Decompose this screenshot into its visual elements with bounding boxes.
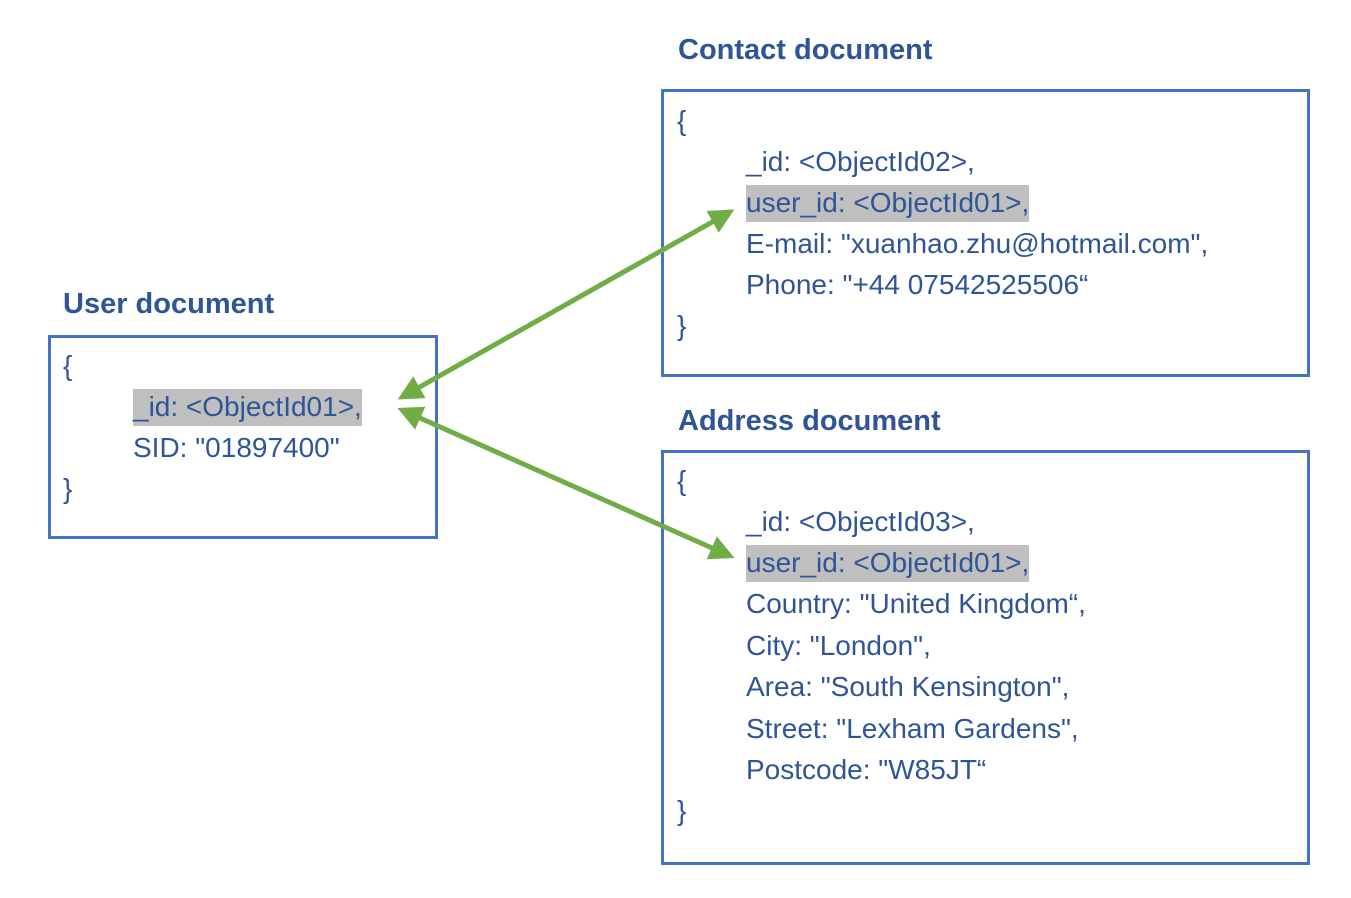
user-open-brace: { bbox=[63, 350, 73, 381]
address-close-brace: } bbox=[677, 795, 687, 826]
contact-phone-line: Phone: "+44 07542525506“ bbox=[746, 269, 1089, 300]
contact-user-id-value: <ObjectId01>, bbox=[853, 185, 1030, 222]
contact-open-brace: { bbox=[677, 105, 687, 136]
address-postcode-line: Postcode: "W85JT“ bbox=[746, 754, 987, 785]
address-document-title: Address document bbox=[678, 405, 941, 437]
address-user-id-value: <ObjectId01>, bbox=[853, 545, 1030, 582]
user-document-box bbox=[48, 335, 438, 539]
contact-email-line: E-mail: "xuanhao.zhu@hotmail.com", bbox=[746, 228, 1209, 259]
address-user-id-key: user_id: bbox=[746, 545, 846, 582]
user-close-brace: } bbox=[63, 473, 73, 504]
address-country-line: Country: "United Kingdom“, bbox=[746, 588, 1086, 619]
contact-user-id-key: user_id: bbox=[746, 185, 846, 222]
contact-user-id-line: user_id: <ObjectId01>, bbox=[746, 185, 1030, 222]
contact-id-line: _id: <ObjectId02>, bbox=[746, 146, 975, 177]
address-area-line: Area: "South Kensington", bbox=[746, 671, 1070, 702]
user-document-title: User document bbox=[63, 288, 275, 320]
user-id-value: _id: <ObjectId01>, bbox=[133, 389, 362, 426]
user-id-line: _id: <ObjectId01>, bbox=[133, 389, 362, 426]
contact-document-title: Contact document bbox=[678, 34, 933, 66]
address-id-line: _id: <ObjectId03>, bbox=[746, 506, 975, 537]
address-city-line: City: "London", bbox=[746, 630, 931, 661]
user-sid-line: SID: "01897400" bbox=[133, 432, 340, 463]
contact-document-box bbox=[661, 89, 1310, 377]
address-street-line: Street: "Lexham Gardens", bbox=[746, 713, 1079, 744]
address-user-id-line: user_id: <ObjectId01>, bbox=[746, 545, 1030, 582]
contact-close-brace: } bbox=[677, 310, 687, 341]
address-open-brace: { bbox=[677, 465, 687, 496]
address-document-box bbox=[661, 450, 1310, 865]
